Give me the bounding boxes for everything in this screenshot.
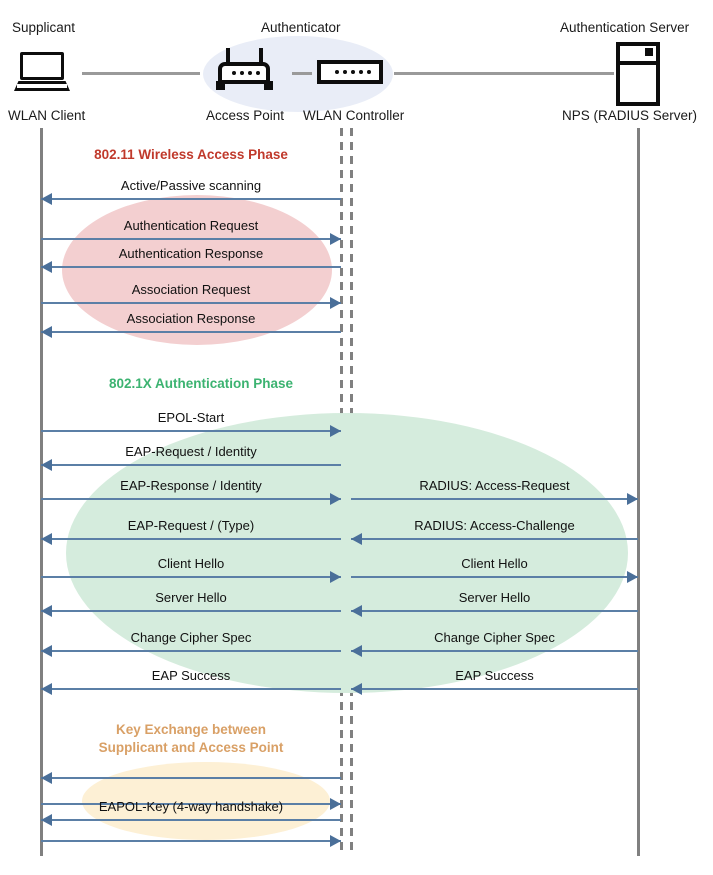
message-arrow-head-left [41, 533, 52, 545]
message-arrow-line [41, 688, 341, 690]
message-label: EAPOL-Key (4-way handshake) [98, 799, 284, 814]
link-ap-ctl [292, 72, 312, 75]
message-arrow-head-left [41, 605, 52, 617]
link-client-ap [82, 72, 200, 75]
actor-name-wlan-controller: WLAN Controller [303, 108, 405, 123]
actor-role-authentication-server: Authentication Server [560, 20, 690, 35]
message-arrow-head-left [41, 814, 52, 826]
message-arrow-head-left [41, 261, 52, 273]
phase-3-ellipse [82, 762, 330, 840]
message-label: EAP Success [455, 668, 534, 683]
message-arrow-line [41, 840, 341, 842]
message-arrow-head-left [41, 683, 52, 695]
message-label: Server Hello [155, 590, 227, 605]
phase-1-title: 802.11 Wireless Access Phase [94, 147, 288, 162]
phase-2-title: 802.1X Authentication Phase [108, 376, 294, 391]
message-arrow-line [41, 819, 341, 821]
server-icon [616, 42, 660, 106]
message-label: EAP-Request / Identity [125, 444, 257, 459]
message-arrow-line [41, 576, 341, 578]
message-label: EPOL-Start [157, 410, 225, 425]
phase-1-ellipse [62, 195, 332, 345]
message-label: Client Hello [461, 556, 528, 571]
message-arrow-head-left [351, 533, 362, 545]
message-arrow-line [41, 238, 341, 240]
actor-name-access-point: Access Point [206, 108, 285, 123]
message-arrow-line [351, 610, 638, 612]
message-arrow-head-left [351, 605, 362, 617]
message-label: Authentication Request [123, 218, 259, 233]
message-arrow-head-right [330, 425, 341, 437]
message-arrow-head-left [41, 459, 52, 471]
phase-2-ellipse [66, 413, 628, 693]
message-arrow-line [41, 777, 341, 779]
actor-role-supplicant: Supplicant [12, 20, 76, 35]
message-arrow-head-left [351, 683, 362, 695]
lifeline-supplicant [40, 128, 43, 856]
actor-role-authenticator: Authenticator [261, 20, 341, 35]
message-arrow-line [41, 302, 341, 304]
message-arrow-line [41, 266, 341, 268]
message-label: EAP-Response / Identity [120, 478, 262, 493]
message-arrow-head-right [627, 493, 638, 505]
message-label: Change Cipher Spec [130, 630, 252, 645]
actor-name-nps-radius-server: NPS (RADIUS Server) [562, 108, 698, 123]
message-arrow-head-right [627, 571, 638, 583]
message-arrow-head-left [41, 645, 52, 657]
link-ctl-server [394, 72, 614, 75]
message-label: Server Hello [458, 590, 531, 605]
actor-name-wlan-client: WLAN Client [8, 108, 86, 123]
message-arrow-line [41, 198, 341, 200]
message-arrow-head-left [351, 645, 362, 657]
message-label: Authentication Response [118, 246, 264, 261]
laptop-icon [14, 52, 70, 94]
message-arrow-line [351, 498, 638, 500]
message-arrow-line [351, 650, 638, 652]
message-arrow-head-left [41, 772, 52, 784]
message-arrow-head-right [330, 571, 341, 583]
message-arrow-line [41, 650, 341, 652]
message-label: Client Hello [157, 556, 225, 571]
message-arrow-line [41, 538, 341, 540]
message-label: Association Request [131, 282, 251, 297]
message-arrow-head-right [330, 233, 341, 245]
message-label: Association Response [126, 311, 256, 326]
message-arrow-line [351, 576, 638, 578]
message-label: RADIUS: Access-Challenge [414, 518, 575, 533]
wlan-controller-icon [317, 60, 383, 84]
message-arrow-line [41, 610, 341, 612]
message-arrow-line [41, 498, 341, 500]
message-arrow-line [351, 688, 638, 690]
message-arrow-head-right [330, 798, 341, 810]
message-arrow-line [41, 803, 341, 805]
message-arrow-head-right [330, 835, 341, 847]
message-arrow-head-right [330, 297, 341, 309]
message-label: RADIUS: Access-Request [419, 478, 570, 493]
message-arrow-head-left [41, 193, 52, 205]
message-label: EAP Success [151, 668, 231, 683]
lifeline-authentication-server [637, 128, 640, 856]
message-arrow-line [41, 430, 341, 432]
message-arrow-line [41, 464, 341, 466]
message-arrow-head-right [330, 493, 341, 505]
phase-3-title: Key Exchange between Supplicant and Acce… [98, 722, 284, 755]
access-point-icon [212, 48, 276, 92]
message-label: EAP-Request / (Type) [127, 518, 255, 533]
message-label: Active/Passive scanning [120, 178, 262, 193]
message-arrow-line [41, 331, 341, 333]
message-label: Change Cipher Spec [434, 630, 555, 645]
message-arrow-head-left [41, 326, 52, 338]
message-arrow-line [351, 538, 638, 540]
